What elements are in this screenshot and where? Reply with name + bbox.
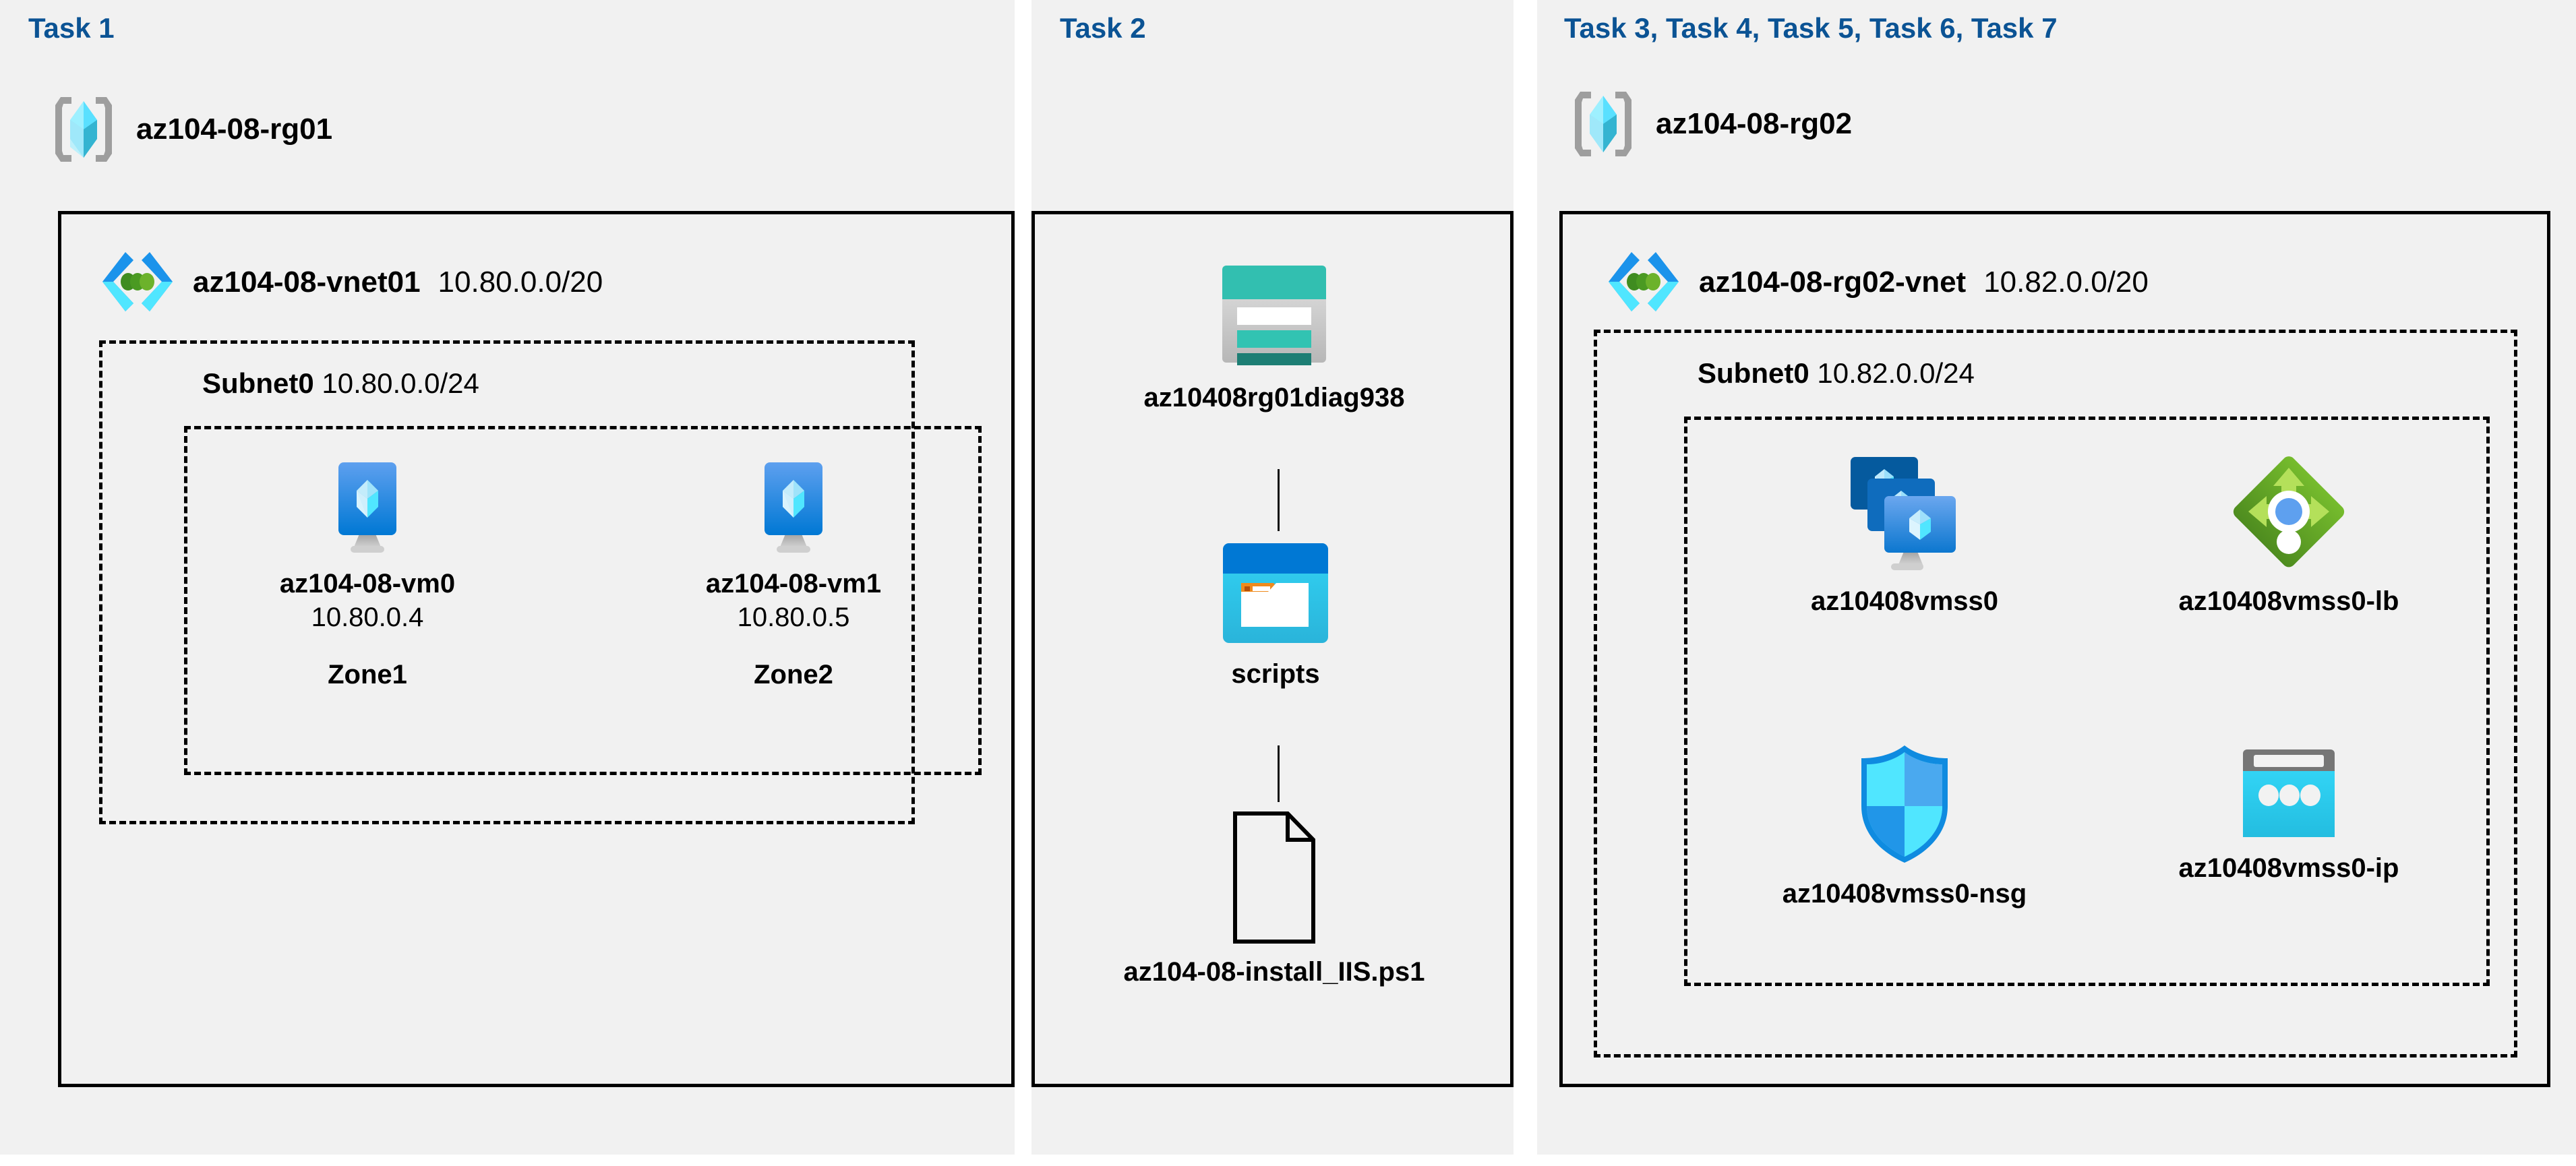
public-ip-address-icon — [2238, 747, 2340, 841]
node-az104-08-vm0[interactable]: az104-08-vm0 10.80.0.4 Zone1 — [270, 458, 465, 690]
virtual-machine-icon — [324, 458, 411, 557]
subnet-cidr: 10.80.0.0/24 — [322, 367, 479, 399]
resource-group-label: az104-08-rg02 — [1656, 107, 1853, 140]
vm-scale-set-icon — [1837, 449, 1972, 574]
task1-title: Task 1 — [28, 12, 115, 44]
node-az10408vmss0[interactable]: az10408vmss0 — [1760, 449, 2049, 618]
storage-account-label: az10408rg01diag938 — [1143, 383, 1405, 412]
node-az104-08-install-iis-ps1[interactable]: az104-08-install_IIS.ps1 — [1124, 810, 1425, 989]
load-balancer-icon — [2226, 449, 2352, 574]
virtual-network-icon — [1606, 247, 1681, 318]
subnet-box-task3 — [1594, 330, 2517, 1057]
resources-box-task3 — [1684, 417, 2490, 986]
node-az10408rg01diag938[interactable]: az10408rg01diag938 — [1143, 257, 1405, 415]
load-balancer-label: az10408vmss0-lb — [2178, 586, 2399, 616]
connector-storage-to-scripts — [1278, 469, 1280, 531]
subnet-box-task1 — [99, 340, 915, 824]
subnet-cidr: 10.82.0.0/24 — [1817, 357, 1975, 389]
network-security-group-icon — [1851, 741, 1958, 867]
blob-container-label: scripts — [1231, 659, 1320, 689]
vnet-cidr: 10.80.0.0/20 — [438, 266, 603, 299]
task3-title: Task 3, Task 4, Task 5, Task 6, Task 7 — [1564, 12, 2058, 44]
vnet-box-az104-08-vnet01 — [58, 211, 1015, 1087]
connector-scripts-to-script-file — [1278, 745, 1280, 802]
panel-task3 — [1537, 0, 2576, 1155]
vnet-az104-08-rg02-vnet: az104-08-rg02-vnet 10.82.0.0/20 — [1606, 247, 2149, 318]
task2-title: Task 2 — [1060, 12, 1146, 44]
virtual-machine-icon — [750, 458, 837, 557]
subnet-name: Subnet0 — [1698, 357, 1809, 389]
nsg-label: az10408vmss0-nsg — [1782, 879, 2027, 909]
task2-box — [1031, 211, 1514, 1087]
virtual-network-icon — [100, 247, 175, 318]
vnet-cidr: 10.82.0.0/20 — [1983, 266, 2149, 299]
vm-ip: 10.80.0.4 — [311, 602, 424, 632]
resource-group-az104-08-rg02: az104-08-rg02 — [1571, 89, 1852, 159]
node-az10408vmss0-ip[interactable]: az10408vmss0-ip — [2144, 747, 2434, 885]
blob-container-icon — [1218, 539, 1334, 647]
script-file-icon — [1230, 810, 1318, 945]
vm-zone: Zone1 — [328, 659, 407, 689]
storage-account-icon — [1210, 257, 1338, 371]
resource-group-icon — [1571, 89, 1636, 159]
resource-group-label: az104-08-rg01 — [136, 113, 333, 146]
subnet-label-task1: Subnet0 10.80.0.0/24 — [202, 367, 479, 400]
node-scripts[interactable]: scripts — [1188, 539, 1363, 691]
vnet-box-az104-08-rg02-vnet — [1559, 211, 2550, 1087]
resource-group-az104-08-rg01: az104-08-rg01 — [51, 94, 332, 164]
zones-box-task1 — [184, 426, 982, 775]
vm-ip: 10.80.0.5 — [737, 602, 850, 632]
vm-name: az104-08-vm1 — [705, 569, 882, 599]
node-az10408vmss0-lb[interactable]: az10408vmss0-lb — [2137, 449, 2440, 618]
vm-name: az104-08-vm0 — [279, 569, 456, 599]
node-az10408vmss0-nsg[interactable]: az10408vmss0-nsg — [1756, 741, 2053, 911]
vnet-az104-08-vnet01: az104-08-vnet01 10.80.0.0/20 — [100, 247, 603, 318]
panel-task1 — [0, 0, 1015, 1155]
vnet-name: az104-08-vnet01 — [193, 266, 421, 299]
vnet-name: az104-08-rg02-vnet — [1699, 266, 1967, 299]
vm-zone: Zone2 — [754, 659, 833, 689]
script-file-label: az104-08-install_IIS.ps1 — [1123, 957, 1425, 987]
subnet-name: Subnet0 — [202, 367, 314, 399]
vmss-label: az10408vmss0 — [1810, 586, 1999, 616]
resource-group-icon — [51, 94, 116, 164]
node-az104-08-vm1[interactable]: az104-08-vm1 10.80.0.5 Zone2 — [696, 458, 891, 690]
public-ip-label: az10408vmss0-ip — [2178, 853, 2399, 883]
subnet-label-task3: Subnet0 10.82.0.0/24 — [1698, 357, 1975, 390]
